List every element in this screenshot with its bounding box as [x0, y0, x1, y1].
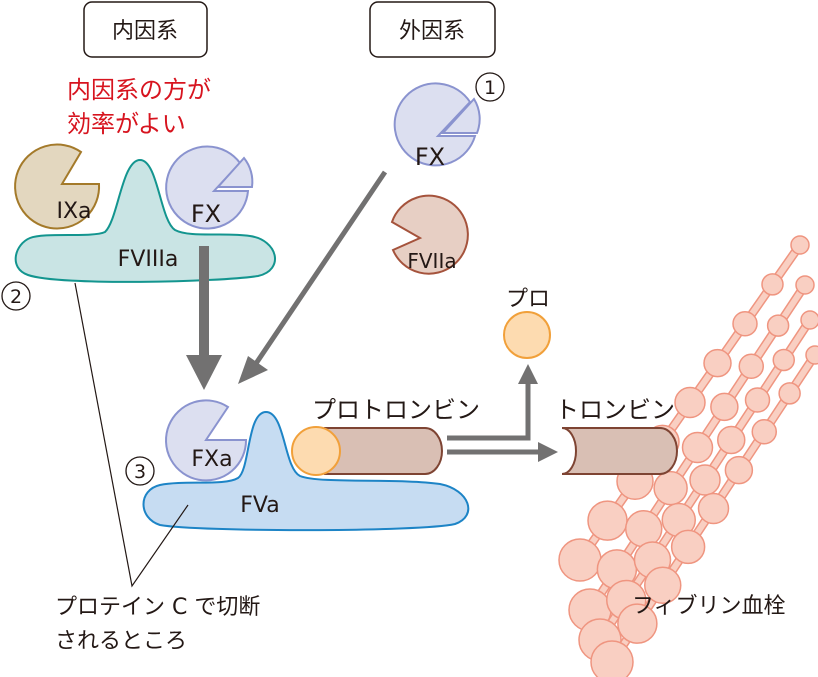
fibrin-bead	[653, 470, 688, 506]
fibrin-bead	[670, 529, 706, 565]
fva-label: FVa	[240, 493, 279, 518]
fibrin-bead	[717, 425, 746, 455]
fibrin-bead	[617, 603, 658, 644]
fxa-label: FXa	[191, 447, 232, 472]
fibrin-bead	[558, 538, 602, 582]
fibrin-bead	[681, 431, 714, 464]
fviiia-shape	[14, 158, 276, 283]
fibrin-bead	[795, 275, 815, 295]
fx-intrinsic: FX	[165, 145, 254, 230]
fviia-label: FVIIa	[407, 249, 456, 273]
fibrin-bead	[738, 353, 764, 379]
fibrin-bead	[710, 392, 739, 422]
fibrin-bead	[732, 311, 758, 337]
prothrombin-shape	[291, 426, 443, 476]
prothrombin-label: プロトロンビン	[312, 396, 480, 424]
fva-shape	[142, 410, 470, 532]
fx-extrinsic-label: FX	[415, 143, 445, 171]
svg-text:3: 3	[134, 461, 146, 483]
intrinsic-header-label: 内因系	[112, 19, 178, 44]
pro-fragment	[503, 311, 551, 359]
fibrin-bead	[751, 419, 777, 445]
fibrin-bead	[772, 348, 795, 372]
ixa-shape	[14, 143, 101, 230]
fibrin-bead	[800, 310, 818, 330]
svg-text:2: 2	[10, 286, 22, 308]
thrombin-shape	[561, 427, 678, 475]
intrinsic-header: 内因系	[83, 1, 208, 58]
step-1-marker: ① 1	[475, 72, 505, 102]
step-3-marker: 3	[125, 456, 155, 486]
thrombin-label: トロンビン	[555, 396, 675, 424]
fibrin-bead	[805, 345, 818, 365]
protein-c-pointer	[74, 282, 189, 588]
fibrin-bead	[674, 386, 706, 419]
fviiia-label: FVIIIa	[118, 247, 179, 272]
fx-intrinsic-label: FX	[191, 200, 221, 228]
fxa-shape	[165, 399, 248, 482]
protein-c-note-line1: プロテイン C で切断	[55, 595, 260, 620]
fibrin-clot-label: フィブリン血栓	[632, 594, 786, 619]
fx-extrinsic: FX	[393, 82, 481, 171]
extrinsic-header-label: 外因系	[399, 19, 465, 44]
fibrin-bead	[644, 566, 682, 604]
fibrin-bead	[778, 382, 801, 405]
svg-text:1: 1	[484, 77, 496, 99]
fibrin-bead	[724, 455, 754, 485]
pro-label: プロ	[506, 287, 550, 312]
fibrin-bead	[761, 273, 784, 296]
fibrin-bead	[625, 510, 663, 548]
fibrin-bead	[790, 235, 810, 255]
extrinsic-arrow	[252, 170, 388, 367]
pro-arrow	[447, 380, 531, 441]
fviia-shape	[390, 194, 469, 275]
protein-c-note-line2: されるところ	[55, 629, 187, 654]
ixa-label: IXa	[56, 199, 91, 224]
fibrin-bead	[689, 464, 721, 496]
efficiency-note-line2: 効率がよい	[67, 110, 186, 138]
step-2-marker: 2	[1, 281, 31, 311]
fibrin-bead	[703, 348, 732, 378]
fibrin-bead	[697, 492, 730, 525]
fibrin-bead	[766, 314, 790, 337]
fibrin-bead	[590, 640, 634, 677]
extrinsic-header: 外因系	[369, 1, 496, 58]
efficiency-note-line1: 内因系の方が	[67, 76, 211, 104]
fibrin-bead	[744, 387, 771, 413]
fibrin-bead	[587, 500, 628, 541]
